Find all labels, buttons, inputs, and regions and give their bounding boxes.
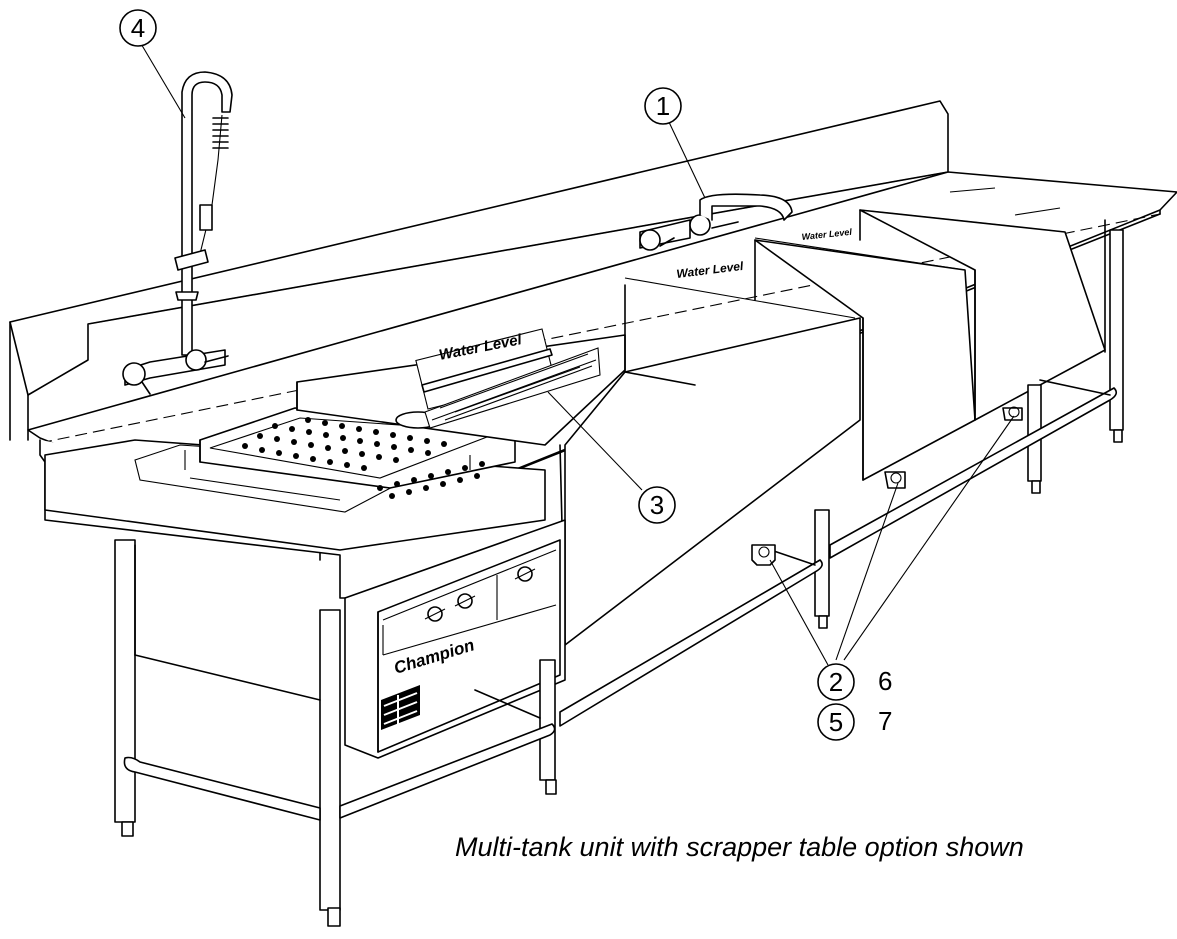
callout-2-number: 2	[829, 667, 843, 697]
side-number-6: 6	[878, 666, 892, 696]
basket-holes	[242, 417, 485, 499]
callout-1: 1	[644, 87, 682, 125]
callout-3: 3	[638, 486, 676, 524]
legs-and-rails	[114, 229, 1124, 927]
callout-2: 2	[817, 663, 855, 701]
control-box: Champion	[344, 519, 566, 759]
leader-lines	[139, 41, 1015, 666]
callout-3-number: 3	[650, 490, 664, 520]
side-number-7: 7	[878, 706, 892, 736]
backsplash	[9, 100, 949, 441]
pre-rinse-sprayer	[122, 71, 233, 395]
swing-faucet	[639, 193, 793, 251]
perforated-strainer	[424, 347, 601, 429]
callout-4-number: 4	[131, 13, 145, 43]
callout-5: 5	[817, 703, 855, 741]
rinse-tank	[754, 239, 976, 481]
brand-logo	[381, 685, 420, 730]
hose-spring	[212, 117, 229, 149]
callout-4: 4	[119, 9, 157, 47]
callout-1-number: 1	[656, 91, 670, 121]
drain-valves	[751, 406, 1023, 566]
callout-5-number: 5	[829, 707, 843, 737]
wash-tank	[296, 284, 861, 646]
figure-caption: Multi-tank unit with scrapper table opti…	[455, 832, 1024, 862]
